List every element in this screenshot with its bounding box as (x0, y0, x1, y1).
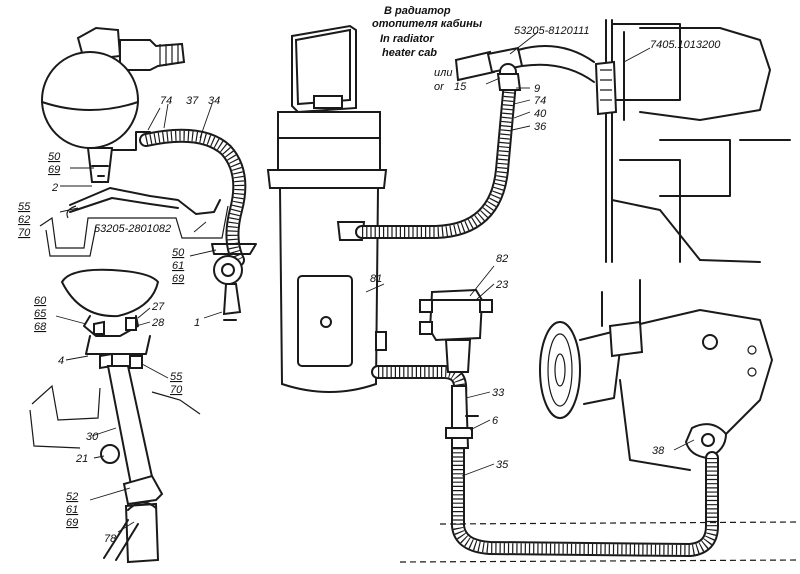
left-assembly (29, 26, 257, 564)
callout-55a: 55 (18, 201, 31, 213)
callout-27: 27 (151, 301, 165, 313)
callout-21: 21 (75, 453, 88, 465)
callout-78: 78 (104, 533, 117, 545)
callout-34: 34 (208, 95, 220, 107)
callout-70a: 70 (18, 227, 31, 239)
callout-61a: 61 (172, 260, 184, 272)
drain-tap (445, 385, 479, 449)
callout-37: 37 (186, 95, 199, 107)
callout-69b: 69 (172, 273, 184, 285)
flange-38 (684, 423, 728, 460)
annotation-cab-ru-2: отопителя кабины (372, 18, 483, 30)
callout-15: 15 (454, 81, 467, 93)
callout-2: 2 (51, 182, 58, 194)
callout-23: 23 (495, 279, 509, 291)
callout-40: 40 (534, 108, 547, 120)
pulley (539, 321, 581, 419)
outlet-pipe-78 (124, 502, 160, 564)
water-pump-7405 (594, 60, 618, 116)
annotation-cab-ru-1: В радиатор (384, 5, 451, 17)
heater-band (277, 111, 381, 171)
callout-28: 28 (151, 317, 165, 329)
callout-65: 65 (34, 308, 47, 320)
callout-1: 1 (194, 317, 200, 329)
valve-82 (419, 288, 493, 373)
tee-fitting (454, 45, 595, 91)
callout-4: 4 (58, 355, 64, 367)
callout-69c: 69 (66, 517, 78, 529)
callout-61b: 61 (66, 504, 78, 516)
callout-36: 36 (534, 121, 547, 133)
callout-68: 68 (34, 321, 47, 333)
air-cleaner-housing (41, 51, 139, 149)
callout-50b: 50 (172, 247, 185, 259)
leader-lines (55, 31, 695, 533)
callout-30: 30 (86, 431, 99, 443)
heater-81 (266, 24, 388, 393)
callout-74b: 74 (534, 95, 546, 107)
part-number-8120111: 53205-8120111 (514, 25, 589, 37)
callout-35: 35 (496, 459, 509, 471)
part-number-2801082: 53205-2801082 (94, 223, 171, 235)
part-number-7405: 7405.1013200 (650, 39, 721, 51)
annotation-cab-en-2: heater cab (382, 47, 437, 59)
callout-55b: 55 (170, 371, 183, 383)
labels: В радиатор отопителя кабины In radiator … (18, 5, 721, 545)
callout-38: 38 (652, 445, 665, 457)
annotation-or-ru: или (434, 67, 452, 79)
clamp-21 (100, 444, 120, 464)
hose-36 (355, 75, 517, 239)
lower-bowl (60, 268, 160, 318)
engine-block (594, 19, 791, 263)
annotation-or-en: or (434, 81, 445, 93)
callout-81: 81 (370, 273, 382, 285)
pulley-assembly (539, 279, 773, 471)
callout-82: 82 (496, 253, 508, 265)
callout-60: 60 (34, 295, 47, 307)
annotation-cab-en-1: In radiator (380, 33, 435, 45)
callout-62: 62 (18, 214, 30, 226)
callout-69a: 69 (48, 164, 60, 176)
callout-50a: 50 (48, 151, 61, 163)
callout-33: 33 (492, 387, 505, 399)
callout-74a: 74 (160, 95, 172, 107)
callout-6: 6 (492, 415, 499, 427)
intake-pipe (119, 39, 186, 71)
callout-9: 9 (534, 83, 540, 95)
callout-70b: 70 (170, 384, 183, 396)
solenoid-valve (428, 288, 484, 342)
callout-52: 52 (66, 491, 78, 503)
